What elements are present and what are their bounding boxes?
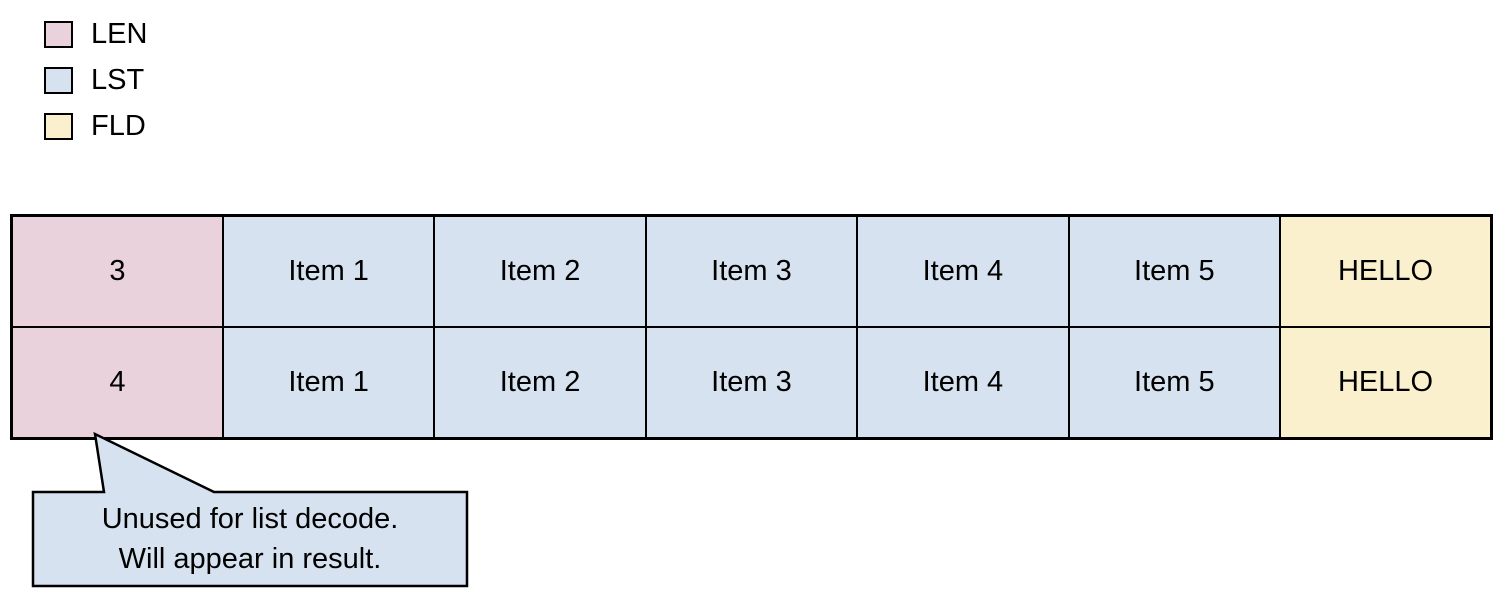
fld-cell: HELLO (1279, 326, 1493, 440)
legend-label-len: LEN (91, 18, 148, 50)
lst-item-cell: Item 3 (644, 214, 859, 328)
fld-color-swatch (44, 112, 73, 140)
callout-note: Unused for list decode. Will appear in r… (33, 492, 467, 585)
encoding-table: 3 Item 1 Item 2 Item 3 Item 4 Item 5 HEL… (10, 214, 1493, 440)
len-cell: 3 (10, 214, 224, 328)
lst-item-cell: Item 2 (433, 214, 647, 328)
callout-note-line1: Unused for list decode. (101, 502, 399, 535)
legend-item-len: LEN (44, 18, 148, 50)
table-row-length-3: 3 Item 1 Item 2 Item 3 Item 4 Item 5 HEL… (10, 214, 1493, 328)
legend-item-lst: LST (44, 64, 147, 96)
lst-item-cell: Item 5 (1067, 214, 1282, 328)
legend-label-lst: LST (91, 64, 145, 96)
lst-item-cell: Item 2 (433, 326, 647, 440)
legend: LEN LST FLD (44, 20, 147, 158)
lst-item-cell: Item 1 (221, 214, 436, 328)
legend-item-fld: FLD (44, 110, 147, 142)
lst-item-cell: Item 5 (1067, 326, 1282, 440)
len-cell: 4 (10, 326, 224, 440)
lst-item-cell: Item 4 (856, 326, 1070, 440)
lst-item-cell: Item 3 (644, 326, 859, 440)
legend-label-fld: FLD (91, 110, 146, 142)
lst-item-cell: Item 1 (221, 326, 436, 440)
callout-note-line2: Will appear in result. (118, 542, 382, 575)
lst-color-swatch (44, 66, 73, 94)
table-row-length-4: 4 Item 1 Item 2 Item 3 Item 4 Item 5 HEL… (10, 326, 1493, 440)
fld-cell: HELLO (1279, 214, 1493, 328)
lst-item-cell: Item 4 (856, 214, 1070, 328)
len-color-swatch (44, 20, 73, 48)
